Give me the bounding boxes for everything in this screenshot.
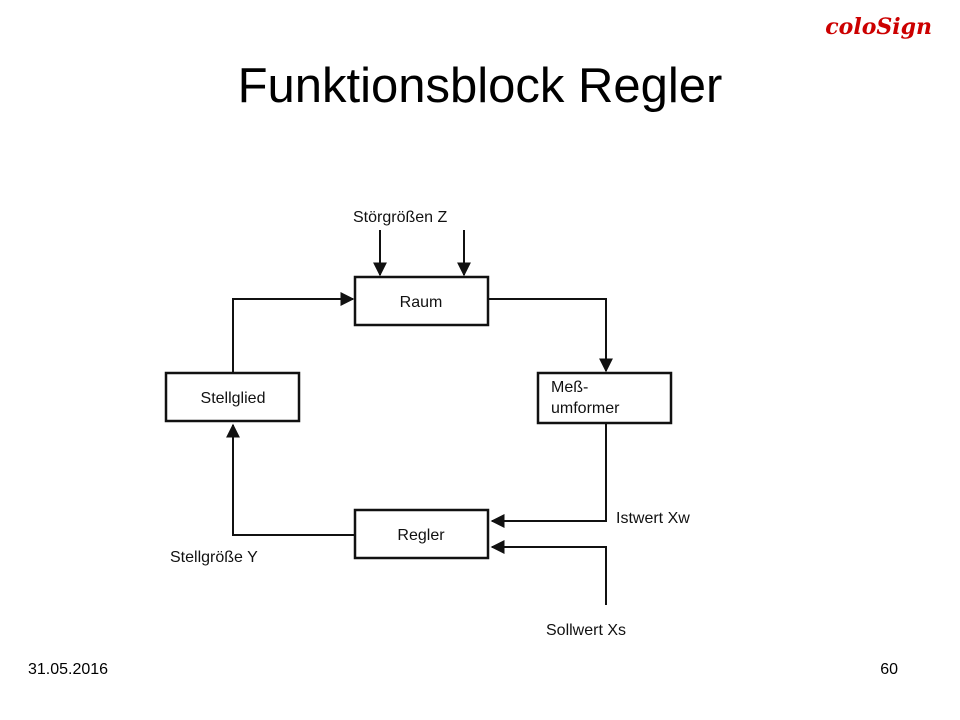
stellgroesse-line: [226, 423, 355, 536]
raum-block: [353, 275, 490, 327]
messumformer-block: [536, 371, 673, 425]
stoergroessen-label: Störgrößen Z: [353, 209, 447, 226]
regler-label: Regler: [397, 527, 445, 544]
slide-date: 31.05.2016: [28, 661, 109, 678]
slide-title: Funktionsblock Regler: [237, 59, 723, 113]
stellglied-block: [164, 371, 301, 423]
regler-block: [353, 508, 490, 560]
stellglied-label: Stellglied: [201, 390, 266, 407]
sollwert-label: Sollwert Xs: [546, 622, 626, 639]
stellgroesse-label: Stellgröße Y: [170, 549, 258, 566]
raum-to-messumformer-line: [488, 298, 613, 373]
messumformer-label-line1: Meß-: [551, 379, 588, 396]
stellglied-to-raum-line: [232, 292, 355, 373]
slide-page-number: 60: [880, 661, 898, 678]
control-loop-diagram: Raum Stellglied Meß- umformer Regler Stö…: [164, 209, 690, 639]
istwert-label: Istwert Xw: [616, 510, 690, 527]
messumformer-label-line2: umformer: [551, 400, 620, 417]
colosign-logo: coloSign: [825, 14, 932, 40]
sollwert-line: [490, 540, 607, 605]
istwert-line: [490, 423, 607, 528]
raum-label: Raum: [400, 294, 443, 311]
